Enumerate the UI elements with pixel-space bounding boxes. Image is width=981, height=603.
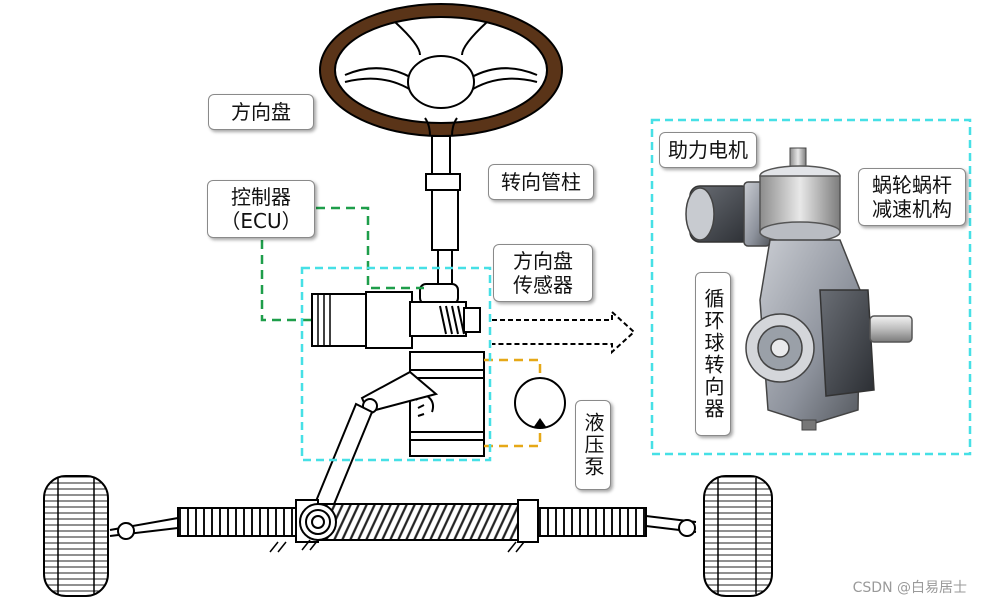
label-steering-column: 转向管柱: [488, 164, 594, 200]
watermark: CSDN @白易居士: [852, 580, 967, 596]
label-controller-ecu: 控制器 （ECU）: [207, 180, 315, 238]
label-worm-line1: 蜗轮蜗杆: [872, 173, 952, 197]
ecu-signal-line-upper: [316, 206, 424, 290]
label-worm-line2: 减速机构: [872, 197, 952, 221]
label-wheel-sensor: 方向盘 传感器: [493, 244, 593, 302]
right-wheel: [703, 475, 773, 597]
ecu-signal-line-lower: [260, 240, 312, 322]
label-hydraulic-pump: 液压泵: [575, 400, 611, 490]
sensor-valve-assembly: [311, 283, 481, 349]
gear-callout-box: [650, 118, 972, 456]
label-worm-gear-reducer: 蜗轮蜗杆 减速机构: [858, 168, 966, 226]
label-controller-line2: （ECU）: [220, 209, 302, 233]
left-wheel: [43, 475, 109, 597]
gear-unit-render: [685, 147, 913, 431]
steering-rack: [109, 499, 697, 553]
sensor-callout-box: [300, 266, 492, 462]
label-wheel-sensor-line1: 方向盘: [513, 249, 573, 273]
gear-housing: [407, 351, 485, 457]
hydraulic-pump: [514, 377, 566, 429]
zoom-arrow: [492, 309, 636, 355]
pump-line-lower: [484, 428, 542, 448]
label-assist-motor: 助力电机: [659, 132, 757, 168]
label-ball-screw-gear: 循环球转向器: [695, 272, 731, 436]
pump-line-upper: [484, 358, 542, 378]
label-steering-wheel: 方向盘: [208, 94, 314, 130]
steering-wheel: [319, 3, 563, 137]
label-wheel-sensor-line2: 传感器: [513, 273, 573, 297]
steering-column: [425, 135, 461, 287]
label-controller-line1: 控制器: [231, 185, 291, 209]
